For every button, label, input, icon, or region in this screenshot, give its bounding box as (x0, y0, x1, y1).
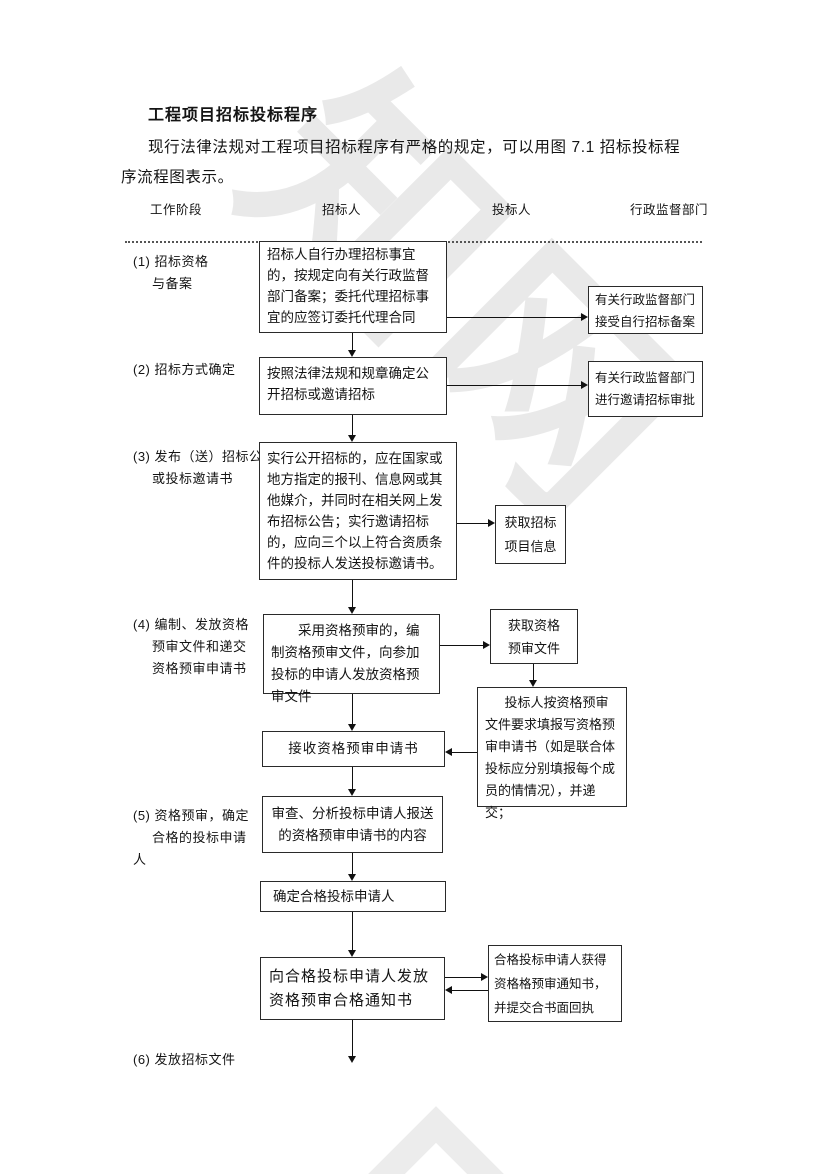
flow-box-review-application: 审查、分析投标申请人报送的资格预审申请书的内容 (262, 796, 443, 853)
page-title: 工程项目招标投标程序 (148, 107, 319, 124)
stage-label-1: 与备案 (152, 276, 193, 291)
stage-label-6: (6) 发放招标文件 (133, 1052, 236, 1067)
flow-box-prequalification-docs: 采用资格预审的，编制资格预审文件，向参加投标的申请人发放资格预审文件 (263, 614, 440, 704)
stage-label-2: (2) 招标方式确定 (133, 362, 236, 377)
flow-box-receipt-notice: 合格投标申请人获得资格格预审通知书，并提交合书面回执 (488, 945, 622, 1022)
stage-label-3: 或投标邀请书 (152, 471, 234, 486)
column-header-tenderer: 招标人 (322, 203, 362, 217)
stage-label-4: 预审文件和递交 (152, 639, 247, 654)
flow-box-get-prequalification-docs: 获取资格预审文件 (490, 609, 578, 664)
flow-arrow-down (348, 580, 357, 614)
stage-label-3: (3) 发布（送）招标公告 (133, 449, 277, 464)
flow-arrow-right (447, 313, 588, 322)
flow-box-announcement: 实行公开招标的，应在国家或地方指定的报刊、信息网或其他媒介，并同时在相关网上发布… (259, 442, 457, 580)
flow-box-tender-method: 按照法律法规和规章确定公开招标或邀请招标 (259, 357, 447, 415)
flow-box-issue-notice: 向合格投标申请人发放资格预审合格通知书 (260, 957, 445, 1020)
flow-box-determine-qualified: 确定合格投标申请人 (260, 881, 446, 912)
flow-arrow-down (348, 333, 357, 357)
flow-arrow-down (348, 912, 357, 957)
flow-arrow-down (348, 767, 357, 796)
flow-arrow-right (445, 973, 488, 982)
flow-arrow-down (348, 853, 357, 881)
body-text-line: 现行法律法规对工程项目招标程序有严格的规定，可以用图 7.1 招标投标程 (148, 139, 681, 156)
flow-box-receive-application: 接收资格预审申请书 (262, 731, 445, 767)
column-header-bidder: 投标人 (492, 203, 532, 217)
column-header-supervisor: 行政监督部门 (630, 203, 709, 217)
flow-box-accept-filing: 有关行政监督部门接受自行招标备案 (588, 286, 703, 334)
flow-arrow-left (445, 986, 488, 995)
stage-label-4: (4) 编制、发放资格 (133, 617, 250, 632)
stage-label-5: 合格的投标申请 (152, 830, 247, 845)
stage-label-5: 人 (133, 852, 147, 867)
flow-arrow-left (445, 748, 477, 757)
body-text-line: 序流程图表示。 (121, 169, 234, 186)
flow-arrow-right (447, 381, 588, 390)
flow-arrow-right (440, 641, 490, 650)
stage-label-5: (5) 资格预审，确定 (133, 808, 250, 823)
flow-arrow-down (348, 694, 357, 731)
stage-label-4: 资格预审申请书 (152, 661, 247, 676)
flow-box-fill-application: 投标人按资格预审文件要求填报写资格预审申请书（如是联合体投标应分别填报每个成员的… (477, 687, 627, 820)
flow-arrow-down (348, 415, 357, 442)
watermark-diamond (286, 1106, 586, 1174)
flow-arrow-down (348, 1020, 357, 1063)
flow-arrow-right (457, 519, 495, 528)
flow-arrow-down (529, 664, 538, 687)
column-header-work-stage: 工作阶段 (150, 203, 203, 217)
flow-box-approve-invitation: 有关行政监督部门进行邀请招标审批 (588, 361, 703, 417)
stage-label-1: (1) 招标资格 (133, 254, 209, 269)
flow-box-get-project-info: 获取招标项目信息 (495, 505, 566, 564)
flow-box-registration: 招标人自行办理招标事宜的，按规定向有关行政监督部门备案；委托代理招标事宜的应签订… (259, 241, 447, 333)
